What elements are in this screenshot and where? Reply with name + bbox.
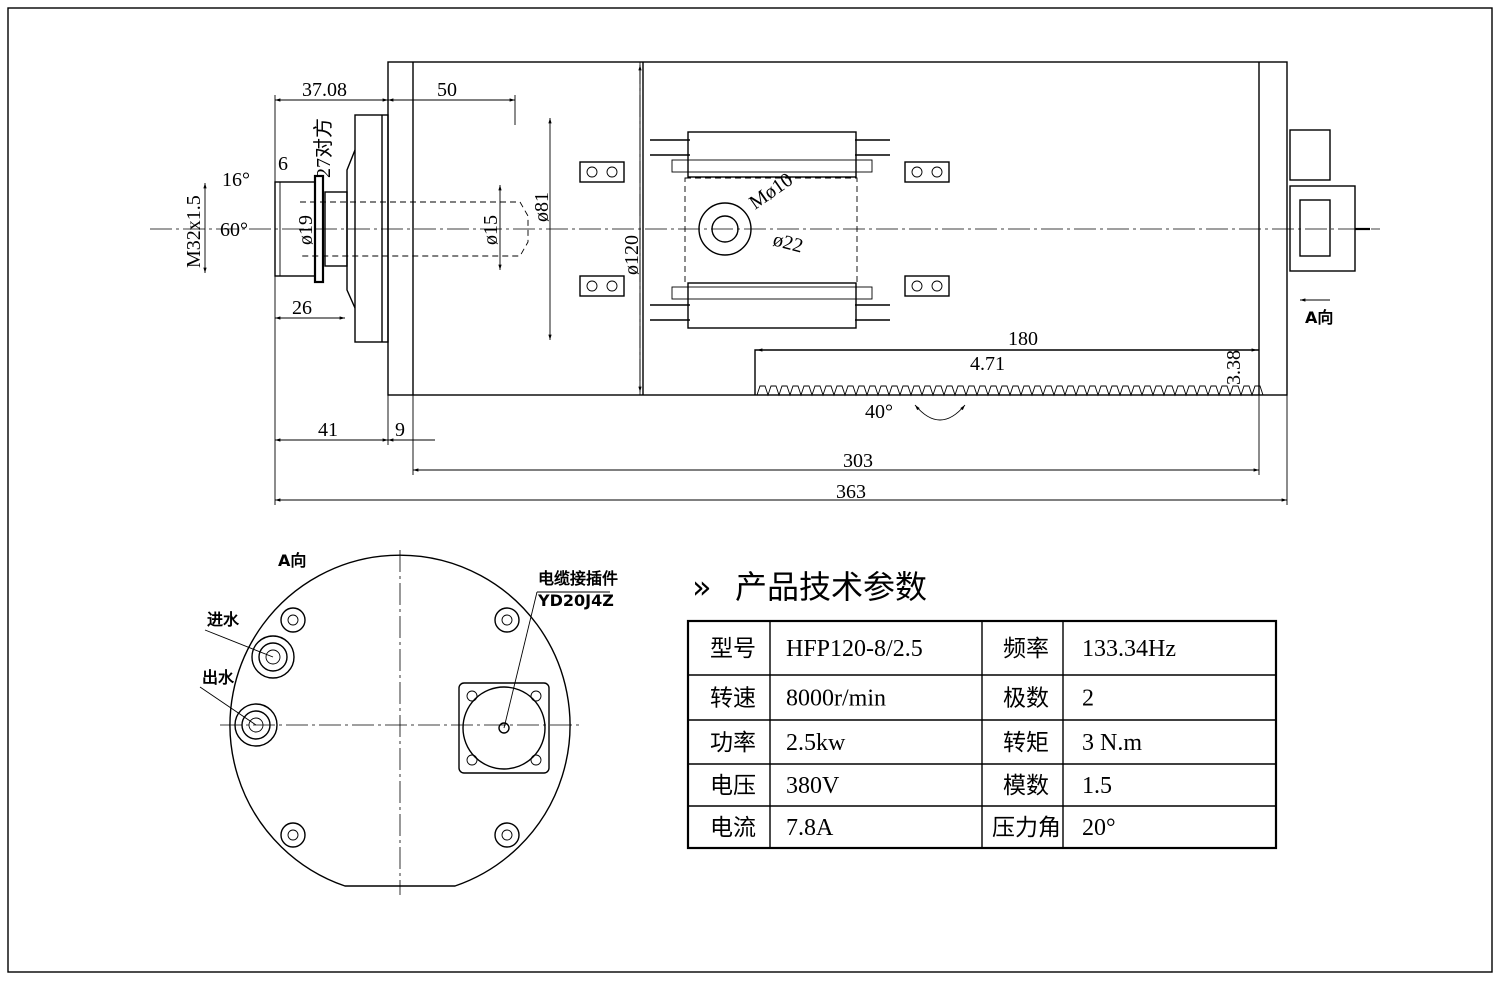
dim-9: 9 bbox=[395, 419, 405, 441]
spec-v1-cell: HFP120-8/2.5 bbox=[786, 636, 923, 662]
dim-dia120: ø120 bbox=[621, 235, 643, 275]
spec-k1-cell: 转速 bbox=[710, 686, 756, 712]
spec-v1-cell: 7.8A bbox=[786, 815, 834, 841]
dim-thread: M32x1.5 bbox=[183, 195, 205, 268]
connector-label: 电缆接插件 bbox=[538, 569, 618, 588]
dim-dia81: ø81 bbox=[531, 192, 553, 222]
dim-dia15: ø15 bbox=[480, 215, 502, 245]
spec-k2-cell: 转矩 bbox=[1003, 730, 1049, 756]
spec-k2-cell: 压力角 bbox=[992, 815, 1061, 841]
dim-40deg: 40° bbox=[865, 401, 893, 423]
spec-title-chevron-icon: » bbox=[692, 568, 712, 606]
dim-41: 41 bbox=[318, 419, 338, 441]
spec-k1-cell: 功率 bbox=[710, 730, 756, 756]
dim-303: 303 bbox=[843, 450, 873, 472]
water-inlet bbox=[251, 635, 295, 679]
end-view-title: A向 bbox=[278, 551, 306, 570]
dim-26: 26 bbox=[292, 297, 312, 319]
drawing-frame bbox=[7, 7, 1493, 973]
spec-k1-cell: 型号 bbox=[710, 636, 756, 662]
dim-37-08: 37.08 bbox=[302, 79, 347, 101]
water-outlet bbox=[234, 703, 278, 747]
spec-v2-cell: 1.5 bbox=[1082, 773, 1112, 799]
dim-16deg: 16° bbox=[222, 169, 250, 191]
spec-v1-cell: 8000r/min bbox=[786, 686, 886, 712]
spec-k1-cell: 电流 bbox=[710, 815, 756, 841]
dim-180: 180 bbox=[1008, 328, 1038, 350]
dim-363: 363 bbox=[836, 481, 866, 503]
connector-model: YD20J4Z bbox=[537, 591, 614, 610]
dim-50: 50 bbox=[437, 79, 457, 101]
spec-v2-cell: 133.34Hz bbox=[1082, 636, 1176, 662]
spindle-side-view bbox=[150, 61, 1380, 397]
mount-slot bbox=[904, 275, 950, 297]
dim-3-38: 3.38 bbox=[1223, 350, 1245, 385]
spec-v2-cell: 2 bbox=[1082, 686, 1094, 712]
dim-27-across-flats: 27对方 bbox=[312, 118, 335, 178]
dimension-labels: 37.08 50 6 16° 60° 27对方 M32x1.5 ø19 ø15 … bbox=[183, 79, 1333, 503]
dim-m10: Mø10 bbox=[745, 169, 797, 214]
water-in-label: 进水 bbox=[207, 610, 240, 629]
spec-title: 产品技术参数 bbox=[735, 568, 927, 606]
spec-k2-cell: 模数 bbox=[1003, 773, 1049, 799]
mount-slot bbox=[579, 275, 625, 297]
dim-4-71: 4.71 bbox=[970, 353, 1005, 375]
cable-connector bbox=[458, 682, 550, 774]
spec-k2-cell: 频率 bbox=[1003, 636, 1049, 662]
spec-v2-cell: 3 N.m bbox=[1082, 730, 1142, 756]
dim-6: 6 bbox=[278, 153, 288, 175]
spec-v2-cell: 20° bbox=[1082, 815, 1116, 841]
dim-60deg: 60° bbox=[220, 219, 248, 241]
spec-v1-cell: 2.5kw bbox=[786, 730, 846, 756]
mount-slot bbox=[579, 161, 625, 183]
water-out-label: 出水 bbox=[202, 668, 235, 687]
spec-k2-cell: 极数 bbox=[1003, 686, 1049, 712]
end-view-a: A向 进水 出水 电缆接插件 YD20J4Z bbox=[199, 550, 618, 895]
dim-dia19: ø19 bbox=[295, 215, 317, 245]
dimension-lines bbox=[203, 64, 1330, 505]
view-a-marker: A向 bbox=[1305, 308, 1333, 327]
dim-dia22: ø22 bbox=[771, 229, 806, 258]
spec-v1-cell: 380V bbox=[786, 773, 840, 799]
spec-k1-cell: 电压 bbox=[710, 773, 756, 799]
mount-slot bbox=[904, 161, 950, 183]
spec-table: » 产品技术参数 型号 HFP120-8/2.5 频率 133.34Hz 转速 8000r… bbox=[686, 568, 1278, 850]
